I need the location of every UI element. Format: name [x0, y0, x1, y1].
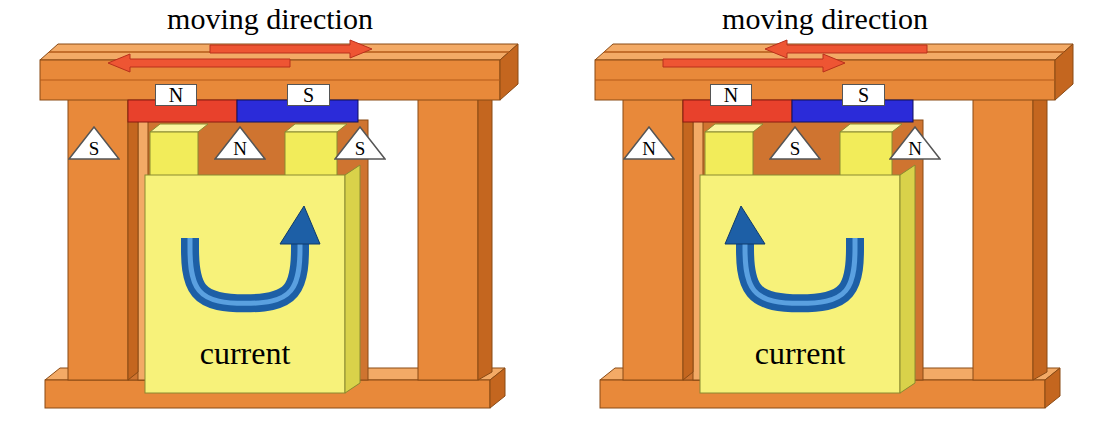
- node-text: N: [724, 85, 738, 105]
- moving-arrow: [210, 40, 372, 58]
- pole-triangle: S: [334, 126, 386, 160]
- coil-tooth: [840, 132, 892, 177]
- current-arrow: [190, 238, 300, 303]
- actuator-figure: [40, 40, 518, 408]
- left-pillar: [68, 95, 128, 380]
- node-text: S: [355, 139, 366, 158]
- current-arrowhead: [280, 206, 320, 244]
- coil-tooth: [285, 132, 337, 177]
- moving-arrow: [108, 54, 290, 72]
- left-pillar: [623, 95, 683, 380]
- coil-side: [900, 165, 915, 393]
- node-text: current: [755, 336, 846, 371]
- top-plate-groove: [40, 80, 500, 81]
- coil-front: [145, 175, 345, 393]
- node-text: N: [169, 85, 183, 105]
- pole-label-box: N: [155, 84, 197, 106]
- node-text: current: [200, 336, 291, 371]
- node-text: S: [89, 139, 100, 158]
- triangle-shape: [890, 127, 940, 159]
- current-arrowhead: [725, 206, 765, 244]
- triangle-shape: [215, 127, 265, 159]
- right-pillar: [973, 95, 1033, 380]
- tooth-top: [840, 124, 902, 132]
- actuator-figure: [595, 40, 1073, 408]
- current-arrow-highlight: [745, 238, 855, 303]
- top-plate-groove: [595, 80, 1055, 81]
- coil-box: current: [700, 175, 900, 393]
- node-text: N: [233, 139, 247, 158]
- tooth-top: [150, 124, 208, 132]
- node-text: S: [858, 85, 869, 105]
- pole-triangle: N: [889, 126, 941, 160]
- coil-side: [345, 165, 360, 393]
- node-text: S: [303, 85, 314, 105]
- base-side: [490, 368, 505, 408]
- direction-label: moving direction: [20, 2, 520, 37]
- right-pillar: [418, 95, 478, 380]
- coil-box: current: [145, 175, 345, 393]
- right-pillar-side: [1033, 85, 1047, 380]
- triangle-shape: [770, 127, 820, 159]
- node-text: N: [642, 139, 656, 158]
- tooth-top: [705, 124, 763, 132]
- base-side: [1045, 368, 1060, 408]
- moving-arrow: [663, 54, 845, 72]
- coil-tooth: [150, 132, 198, 177]
- direction-label: moving direction: [575, 2, 1075, 37]
- coil-tooth: [705, 132, 753, 177]
- left-pillar-side: [128, 88, 138, 380]
- pole-label-box: N: [710, 84, 752, 106]
- left-pillar-side: [683, 88, 693, 380]
- coil-front: [700, 175, 900, 393]
- right-pillar-side: [478, 85, 492, 380]
- tooth-top: [285, 124, 347, 132]
- node-text: N: [908, 139, 922, 158]
- pole-triangle: N: [214, 126, 266, 160]
- pole-triangle: S: [68, 126, 120, 160]
- pole-triangle: N: [623, 126, 675, 160]
- pole-triangle: S: [769, 126, 821, 160]
- pole-label-box: S: [287, 84, 330, 106]
- triangle-shape: [335, 127, 385, 159]
- current-arrow-highlight: [190, 238, 300, 303]
- pole-label-box: S: [842, 84, 885, 106]
- triangle-shape: [69, 127, 119, 159]
- current-arrow: [745, 238, 855, 303]
- moving-arrow: [765, 40, 927, 58]
- node-text: S: [790, 139, 801, 158]
- triangle-shape: [624, 127, 674, 159]
